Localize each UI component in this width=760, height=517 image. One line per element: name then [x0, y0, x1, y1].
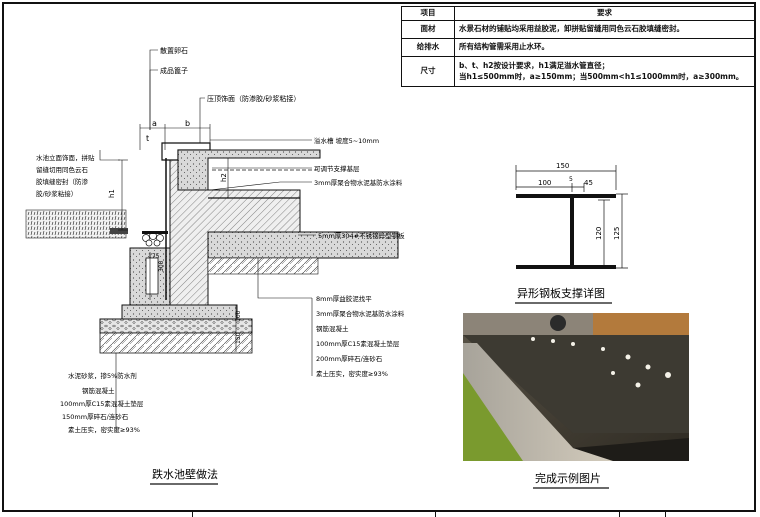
dim-100: 100 — [235, 310, 242, 322]
steel-dim-5: 5 — [569, 176, 573, 183]
table-header-row: 项目 要求 — [401, 6, 755, 21]
label-ll-3: 100mm厚C15素混凝土垫层 — [60, 399, 144, 408]
dim-300: 300 — [158, 260, 165, 272]
title-block-tick — [192, 511, 193, 517]
label-adjustable-base: 可调节支撑基层 — [314, 164, 360, 173]
title-block-tick — [619, 511, 620, 517]
label-ll-2: 钢筋混凝土 — [82, 386, 115, 395]
example-photo — [463, 313, 689, 461]
steel-dim-120: 120 — [595, 227, 603, 240]
table-row: 尺寸 b、t、h2按设计要求，h1满足溢水管直径； 当h1≤500mm时，a≥1… — [401, 56, 755, 87]
steel-detail-title: 异形钢板支撑详图 — [517, 286, 605, 300]
label-lr-3: 钢筋混凝土 — [316, 324, 349, 333]
label-lr-2: 3mm厚聚合物水泥基防水涂料 — [316, 309, 405, 318]
label-overflow-slot: 溢水槽 坡度5~10mm — [314, 136, 379, 145]
label-left-note-1: 水池立面饰面，拼贴 — [36, 153, 95, 162]
photo-title: 完成示例图片 — [535, 471, 601, 485]
title-block-line — [2, 511, 756, 512]
label-ll-4: 150mm厚碎石/连砂石 — [62, 412, 129, 421]
label-waterproof-coating: 3mm厚聚合物水泥基防水涂料 — [314, 178, 403, 187]
dim-b: b — [185, 119, 190, 128]
label-left-note-4: 胶/砂浆粘接） — [36, 189, 77, 198]
label-lr-1: 8mm厚益胶泥找平 — [316, 294, 372, 303]
label-grate: 成品篦子 — [160, 66, 188, 75]
steel-dim-45: 45 — [584, 179, 593, 187]
label-ll-5: 素土压实，密实度≥93% — [68, 425, 140, 434]
steel-dim-150: 150 — [556, 162, 569, 170]
title-block-tick — [435, 511, 436, 517]
main-drawing-title: 跌水池壁做法 — [152, 467, 218, 481]
title-block-tick — [665, 511, 666, 517]
label-lr-4: 100mm厚C15素混凝土垫层 — [316, 339, 400, 348]
table-value: b、t、h2按设计要求，h1满足溢水管直径； 当h1≤500mm时，a≥150m… — [454, 56, 755, 87]
steel-dim-100: 100 — [538, 179, 551, 187]
dim-150: 150 — [235, 332, 242, 344]
table-value-line: 当h1≤500mm时，a≥150mm；当500mm<h1≤1000mm时，a≥3… — [459, 71, 744, 81]
table-key: 尺寸 — [401, 56, 455, 87]
table-value-line: b、t、h2按设计要求，h1满足溢水管直径； — [459, 61, 610, 71]
label-coping: 压顶饰面（防渗胶/砂浆粘接） — [207, 94, 300, 103]
label-ll-1: 水泥砂浆，掺5%防水剂 — [68, 371, 137, 380]
label-steel-plate: 5mm厚304#不锈钢异型钢板 — [318, 231, 405, 240]
dim-175: 175 — [148, 253, 160, 260]
requirements-table: 项目 要求 面材 水景石材的铺贴均采用益胶泥，卸拼贴留缝用同色云石胶填缝密封。 … — [401, 6, 755, 87]
dim-t: t — [146, 134, 149, 143]
label-left-note-3: 胶填缝密封（防渗 — [36, 177, 89, 186]
label-lr-5: 200mm厚碎石/连砂石 — [316, 354, 383, 363]
label-lr-6: 素土压实，密实度≥93% — [316, 369, 388, 378]
dim-h1: h1 — [108, 189, 116, 198]
label-scattered-pebbles: 散置卵石 — [160, 46, 188, 55]
dim-a: a — [152, 119, 157, 128]
dim-h2: h2 — [220, 173, 228, 182]
steel-dim-125: 125 — [613, 227, 621, 240]
label-left-note-2: 留缝切用同色云石 — [36, 165, 89, 174]
